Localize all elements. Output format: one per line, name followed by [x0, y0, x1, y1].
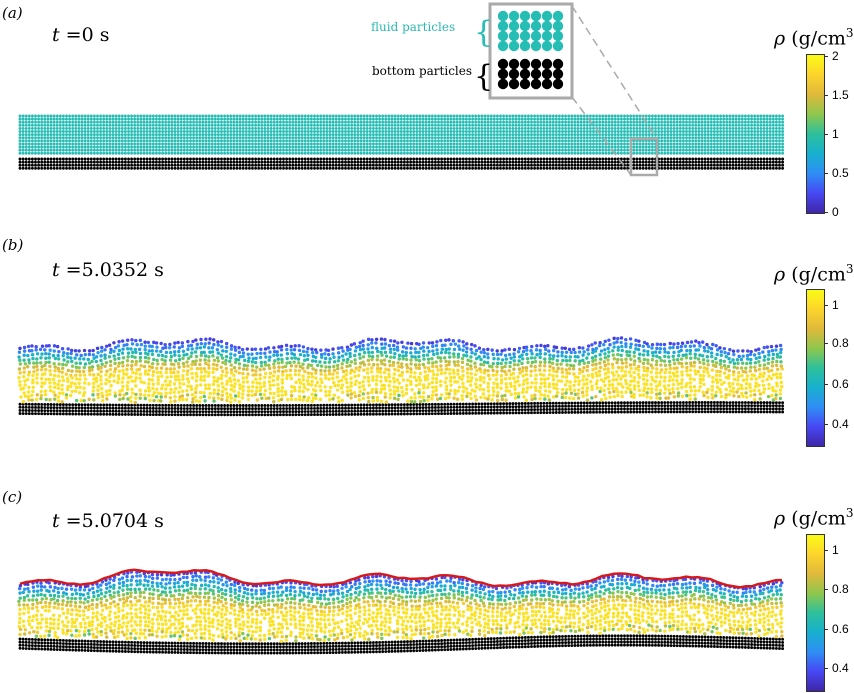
zoom-connector [571, 96, 632, 176]
colorbar-a-tick: 0.5 [824, 166, 849, 180]
colorbar-a-tick: 2 [824, 49, 839, 63]
colorbar-c-tick: 0.6 [824, 622, 849, 636]
panel-a: (a) t =0 s {{ fluid particles bottom par… [0, 0, 854, 230]
panel-c-label: (c) [2, 488, 23, 506]
free-surface-line [19, 568, 782, 589]
particle-plot-b [17, 336, 785, 417]
colorbar-b [806, 289, 825, 447]
colorbar-c-title: ρ (g/cm3) [774, 506, 854, 530]
brace-fluid: { [474, 15, 493, 50]
panel-a-label: (a) [2, 4, 23, 22]
colorbar-b-tick: 1 [824, 298, 839, 312]
colorbar-a-title: ρ (g/cm3) [774, 26, 854, 50]
panel-c-time: t =5.0704 s [52, 510, 164, 532]
colorbar-a [806, 54, 825, 214]
zoom-region-box [629, 137, 659, 177]
colorbar-b-title: ρ (g/cm3) [774, 262, 854, 286]
panel-b: (b) t =5.0352 s ρ (g/cm3) 1 0.8 0.6 0.4 [0, 230, 854, 462]
colorbar-c-tick: 0.4 [824, 661, 849, 675]
colorbar-b-tick: 0.8 [824, 336, 849, 350]
panel-b-time: t =5.0352 s [52, 259, 164, 281]
colorbar-b-tick: 0.4 [824, 417, 849, 431]
colorbar-c-tick: 0.8 [824, 582, 849, 596]
legend-bottom-label: bottom particles [372, 64, 473, 78]
zoom-connector [571, 5, 658, 140]
panel-c: (c) t =5.0704 s ρ (g/cm3) 1 0.8 0.6 0.4 [0, 462, 854, 693]
panel-a-time: t =0 s [52, 24, 110, 46]
brace-bottom: { [474, 59, 493, 94]
colorbar-a-tick: 1.5 [824, 88, 849, 102]
colorbar-c-tick: 1 [824, 543, 839, 557]
panel-b-label: (b) [2, 236, 24, 254]
particle-plot-a: {{ [18, 2, 785, 177]
colorbar-a-tick: 1 [824, 127, 839, 141]
colorbar-a-tick: 0 [824, 205, 839, 219]
colorbar-b-tick: 0.6 [824, 377, 849, 391]
legend-fluid-label: fluid particles [371, 20, 456, 34]
particle-plot-c [17, 568, 785, 655]
colorbar-c [806, 534, 825, 692]
